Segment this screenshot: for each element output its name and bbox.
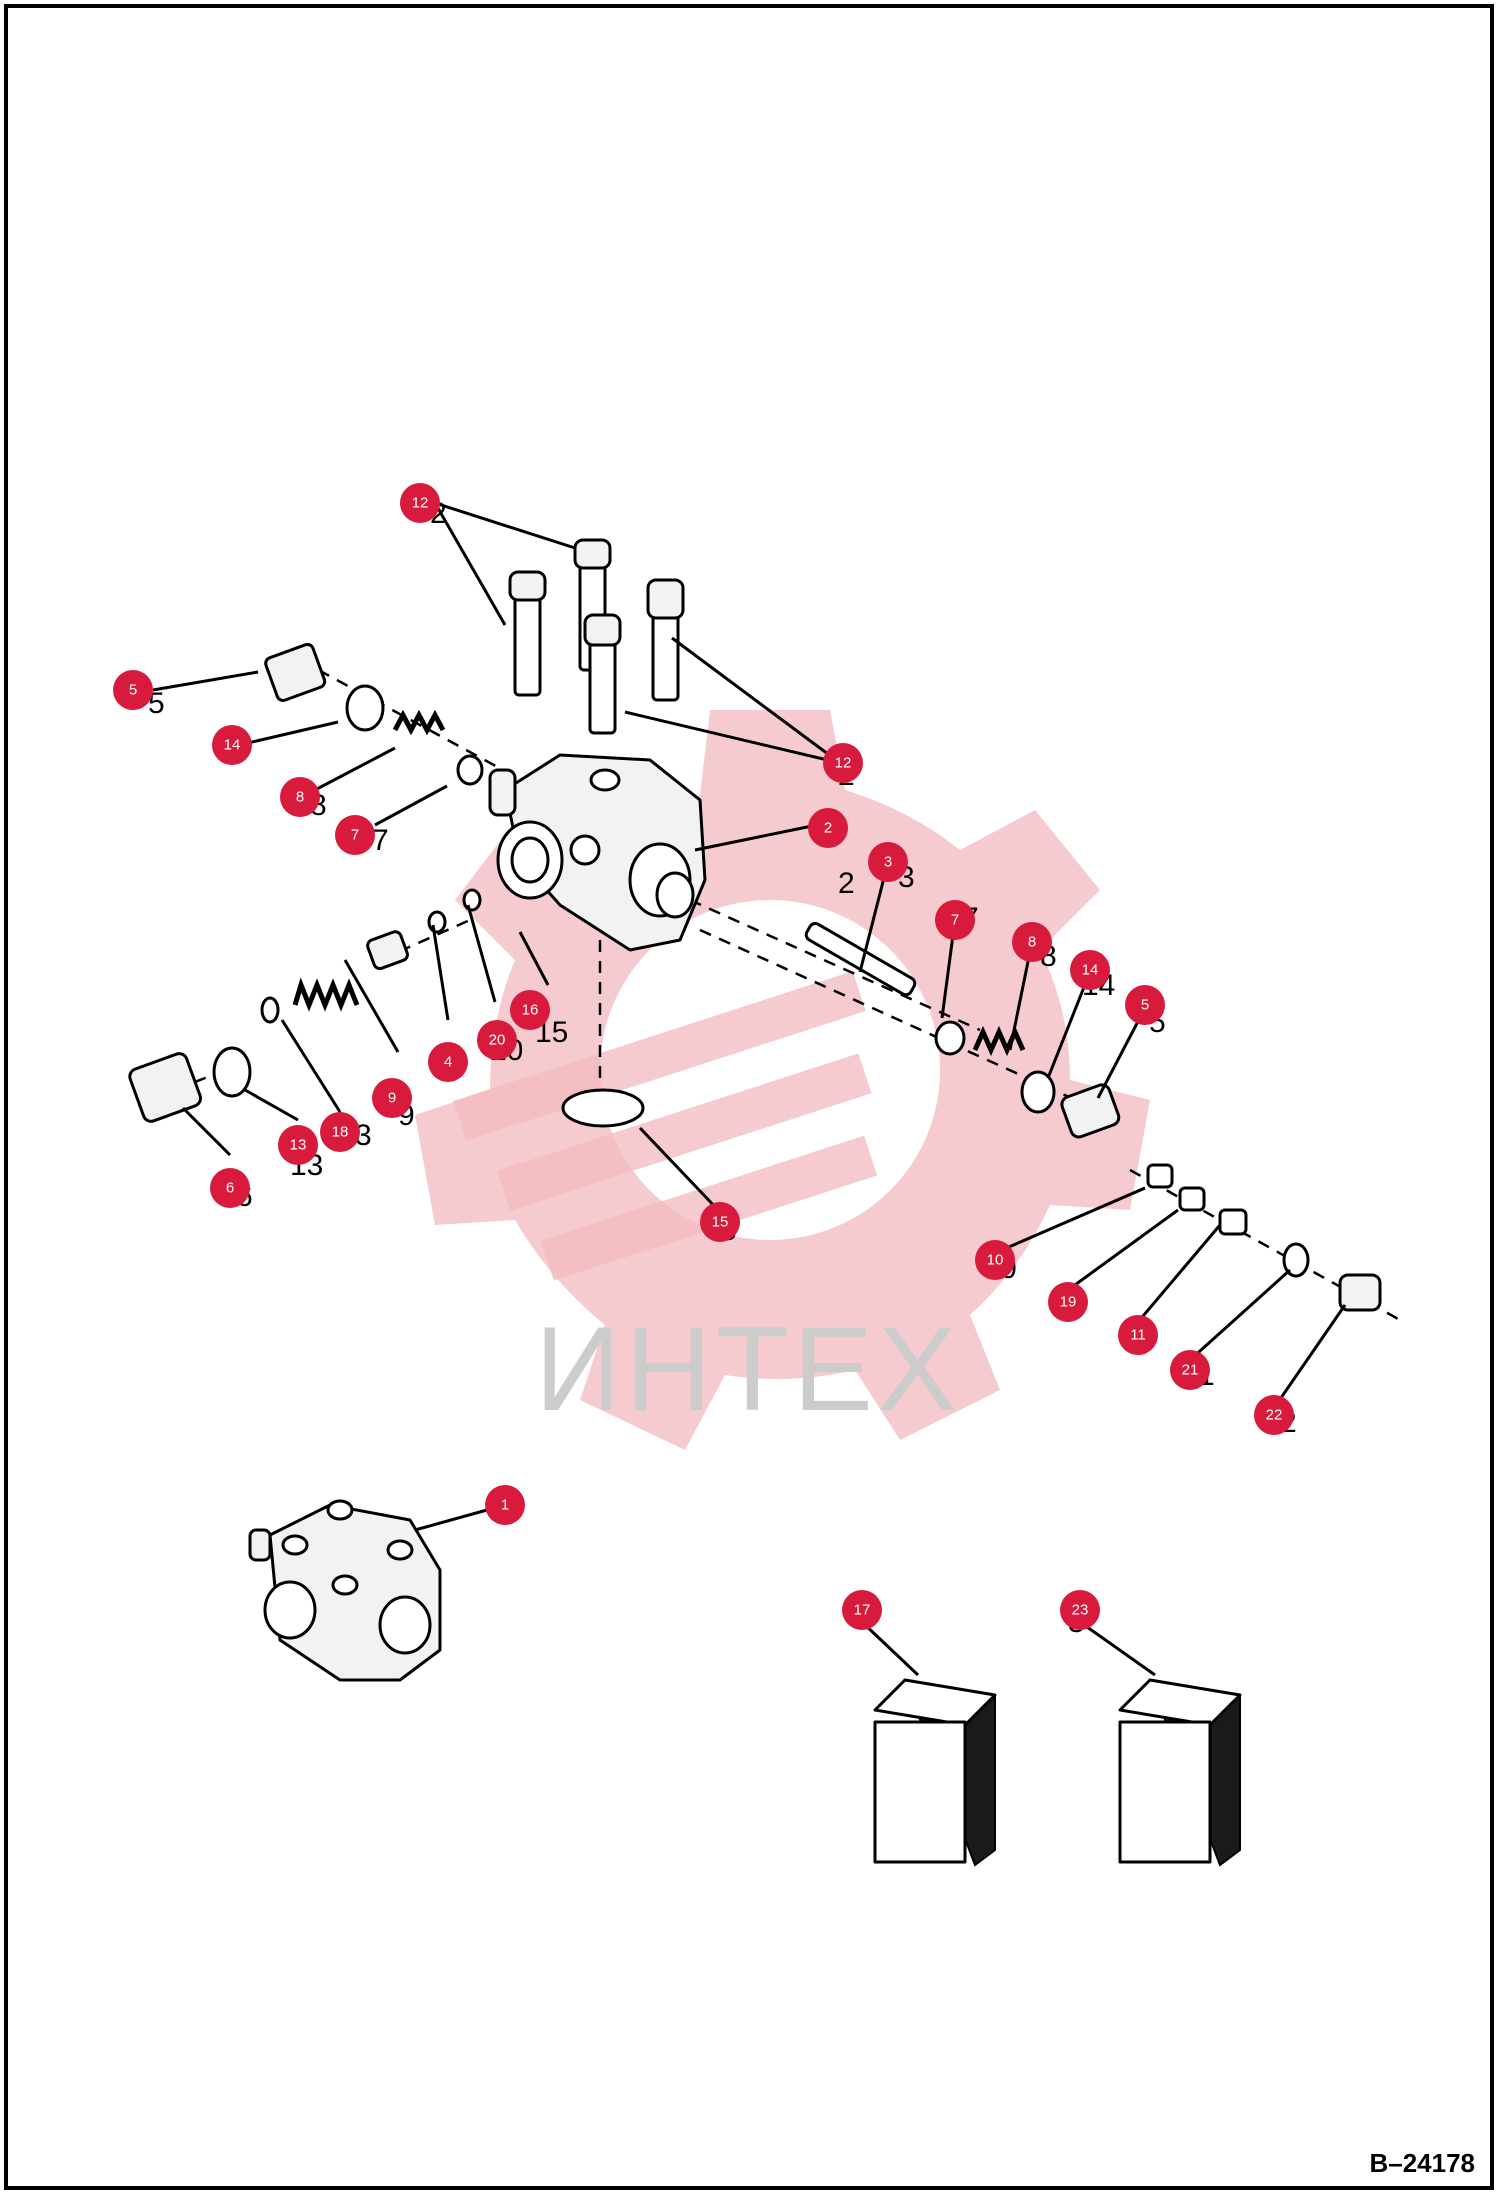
callout-number: 9	[388, 1090, 396, 1107]
callout-dot	[1254, 1395, 1294, 1435]
svg-text:2: 2	[838, 867, 855, 900]
callout-dot	[1012, 922, 1052, 962]
callout-11: 11	[1118, 1315, 1158, 1355]
callout-dot	[1125, 985, 1165, 1025]
left-parts	[128, 642, 645, 1128]
callout-3: 3	[868, 842, 908, 882]
callout-dot	[212, 725, 252, 765]
callout-number: 16	[522, 1002, 539, 1019]
callout-7: 7	[335, 815, 375, 855]
callout-dot	[935, 900, 975, 940]
callout-number: 5	[1141, 997, 1149, 1014]
right-parts	[804, 922, 1382, 1312]
callout-number: 18	[332, 1124, 349, 1141]
callout-number: 1	[501, 1497, 509, 1514]
callout-20: 20	[477, 1020, 517, 1060]
callout-dot	[400, 483, 440, 523]
svg-text:7: 7	[372, 824, 389, 857]
callout-dot	[842, 1590, 882, 1630]
callout-number: 6	[226, 1180, 234, 1197]
callout-dot	[823, 743, 863, 783]
callout-14: 14	[1070, 950, 1110, 990]
callout-23: 23	[1060, 1590, 1100, 1630]
callout-number: 12	[412, 495, 429, 512]
callout-dot	[280, 777, 320, 817]
callout-dot	[868, 842, 908, 882]
callout-number: 13	[290, 1137, 307, 1154]
callout-dot	[700, 1202, 740, 1242]
callout-8: 8	[280, 777, 320, 817]
callout-8: 8	[1012, 922, 1052, 962]
callout-number: 8	[1028, 934, 1036, 951]
callout-12: 12	[823, 743, 863, 783]
callout-dot	[428, 1042, 468, 1082]
callout-dot	[1070, 950, 1110, 990]
callout-5: 5	[1125, 985, 1165, 1025]
callout-dot	[1048, 1282, 1088, 1322]
assembled-valve	[248, 1499, 442, 1682]
figure-reference: B–24178	[1369, 2148, 1475, 2178]
callout-number: 21	[1182, 1362, 1199, 1379]
callout-number: 5	[129, 682, 137, 699]
callout-number: 17	[854, 1602, 871, 1619]
leader-lines	[152, 501, 1347, 1677]
callout-dot	[975, 1240, 1015, 1280]
callout-number: 11	[1130, 1327, 1146, 1344]
callout-number: 8	[296, 789, 304, 806]
watermark-text: ИНТЕХ	[535, 1302, 961, 1436]
callout-4: 4	[428, 1042, 468, 1082]
callout-number: 22	[1266, 1407, 1283, 1424]
callout-18: 18	[320, 1112, 360, 1152]
callout-9: 9	[372, 1078, 412, 1118]
callout-number: 20	[489, 1032, 506, 1049]
callout-dot	[510, 990, 550, 1030]
callout-dot	[1060, 1590, 1100, 1630]
callout-1: 1	[485, 1485, 525, 1525]
callout-number: 7	[951, 912, 959, 929]
callout-number: 2	[824, 820, 832, 837]
cap-screws	[508, 538, 685, 735]
callout-19: 19	[1048, 1282, 1088, 1322]
callout-number: 15	[712, 1214, 729, 1231]
callout-10: 10	[975, 1240, 1015, 1280]
callouts: 1234556778891011121213141415161718192021…	[113, 483, 1294, 1630]
callout-dot	[210, 1168, 250, 1208]
callout-dot	[372, 1078, 412, 1118]
seal-kits	[873, 1678, 1242, 1867]
callout-number: 4	[444, 1054, 452, 1071]
callout-13: 13	[278, 1125, 318, 1165]
callout-number: 14	[224, 737, 241, 754]
callout-dot	[485, 1485, 525, 1525]
callout-number: 12	[835, 755, 852, 772]
callout-dot	[113, 670, 153, 710]
callout-14: 14	[212, 725, 252, 765]
valve-body	[488, 753, 707, 952]
callout-2: 2	[808, 808, 848, 848]
callout-16: 16	[510, 990, 550, 1030]
callout-6: 6	[210, 1168, 250, 1208]
callout-dot	[808, 808, 848, 848]
callout-12: 12	[400, 483, 440, 523]
callout-21: 21	[1170, 1350, 1210, 1390]
callout-22: 22	[1254, 1395, 1294, 1435]
callout-5: 5	[113, 670, 153, 710]
callout-17: 17	[842, 1590, 882, 1630]
callout-dot	[320, 1112, 360, 1152]
callout-number: 7	[351, 827, 359, 844]
callout-15: 15	[700, 1202, 740, 1242]
callout-dot	[335, 815, 375, 855]
callout-number: 19	[1060, 1294, 1077, 1311]
callout-7: 7	[935, 900, 975, 940]
callout-dot	[477, 1020, 517, 1060]
callout-number: 14	[1082, 962, 1099, 979]
callout-number: 3	[884, 854, 892, 871]
callout-number: 10	[987, 1252, 1004, 1269]
callout-number: 23	[1072, 1602, 1089, 1619]
callout-dot	[278, 1125, 318, 1165]
callout-dot	[1118, 1315, 1158, 1355]
callout-dot	[1170, 1350, 1210, 1390]
